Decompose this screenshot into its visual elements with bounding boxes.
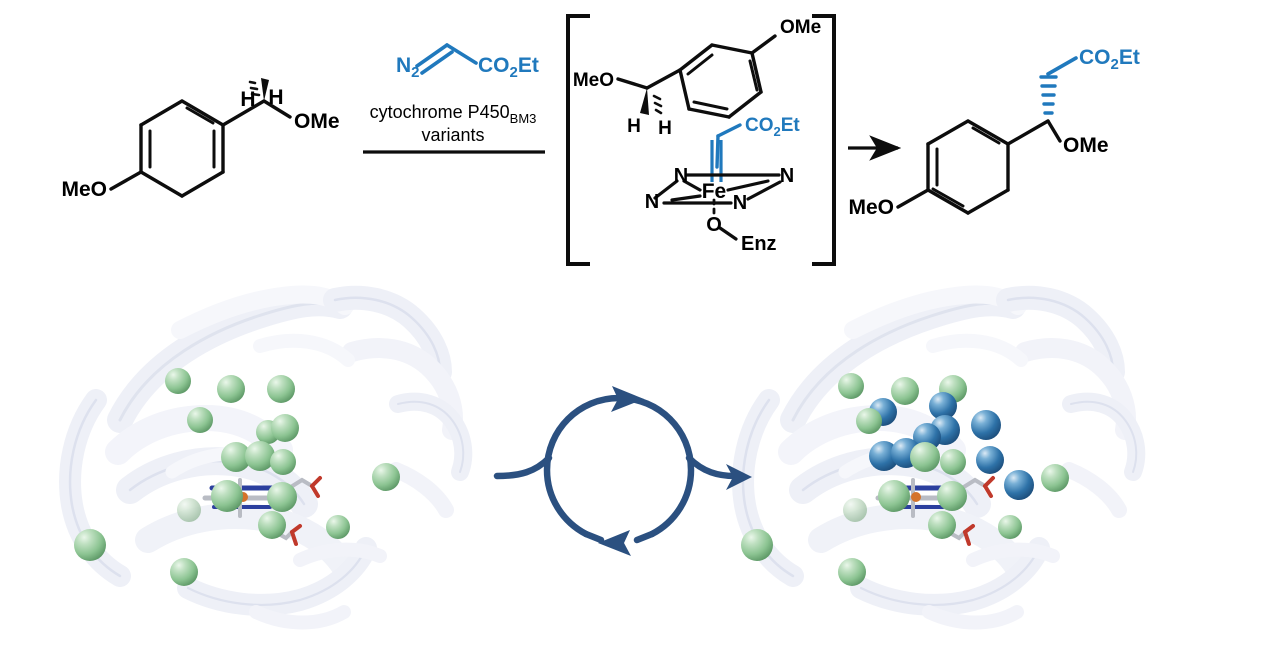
protein-structure-right [732, 285, 1146, 630]
mutation-sphere [245, 441, 275, 471]
substrate-structure [109, 99, 266, 198]
mutation-sphere-new [1004, 470, 1034, 500]
mutation-spheres-right [741, 373, 1069, 586]
intermediate-meo-label: MeO [573, 70, 614, 91]
cycle-arrowhead-bottom [598, 530, 631, 556]
mutation-sphere [843, 498, 867, 522]
mutation-sphere [258, 511, 286, 539]
mutation-sphere [74, 529, 106, 561]
mutation-sphere [838, 373, 864, 399]
conditions-line-1: cytochrome P450BM3 [370, 102, 537, 126]
heme-core-bonds [653, 173, 782, 241]
mutation-sphere [271, 414, 299, 442]
mutation-sphere [170, 558, 198, 586]
wedge-bond-intermediate [640, 88, 649, 115]
mutation-sphere [937, 481, 967, 511]
mutation-spheres-left [74, 368, 400, 586]
product-chain-bond [1046, 56, 1078, 76]
mutation-sphere-new [869, 441, 899, 471]
substrate-h-label-right: H [268, 86, 283, 109]
mutation-sphere [741, 529, 773, 561]
intermediate-stereocenter-bonds [640, 88, 663, 115]
mutation-sphere [878, 480, 910, 512]
mutation-sphere [165, 368, 191, 394]
heme-enz-label: Enz [741, 233, 777, 255]
intermediate-ome-label: OMe [780, 17, 821, 38]
bracket-left [566, 14, 590, 266]
directed-evolution-cycle [493, 394, 739, 544]
heme-n-label-bottom: N [733, 192, 747, 214]
intermediate-co2et-label: CO2Et [745, 115, 800, 139]
mutation-sphere [221, 442, 251, 472]
mutation-sphere [910, 442, 940, 472]
mutation-sphere [270, 449, 296, 475]
product-structure [896, 119, 1062, 215]
diazo-reagent [415, 43, 478, 75]
intermediate-h-label-right: H [658, 118, 672, 139]
heme-fe-label: Fe [702, 180, 727, 203]
bracket-right [812, 14, 836, 266]
substrate-ome-label: OMe [294, 110, 340, 133]
protein-structure-left [59, 285, 473, 630]
mutation-sphere [998, 515, 1022, 539]
mutation-sphere [891, 377, 919, 405]
mutation-sphere [267, 482, 297, 512]
product-hash-bond [1039, 75, 1058, 115]
product-co2et-label: CO2Et [1079, 46, 1140, 73]
substrate-h-label-left: H [240, 88, 255, 111]
cycle-arrowheads [598, 386, 752, 556]
intermediate-structure [616, 34, 777, 119]
mutation-sphere [928, 511, 956, 539]
wedge-bond [261, 78, 269, 101]
mutation-sphere [940, 449, 966, 475]
reaction-scheme: MeO H H OMe N2 CO2Et cytochrome P450BM3 … [61, 14, 1140, 266]
mutation-sphere [372, 463, 400, 491]
heme-n-label-left: N [645, 191, 659, 213]
carbene-arm [715, 123, 742, 169]
mutation-sphere [217, 375, 245, 403]
mutation-sphere-new [929, 392, 957, 420]
mutation-sphere [856, 408, 882, 434]
mutation-sphere [1041, 464, 1069, 492]
mutation-sphere [838, 558, 866, 586]
cycle-arrowhead-exit [726, 464, 752, 490]
cycle-arrowhead-top [611, 386, 644, 412]
mutation-sphere [187, 407, 213, 433]
heme-n-label-top-left: N [674, 165, 688, 187]
mutation-sphere-new [976, 446, 1004, 474]
mutation-sphere-new [971, 410, 1001, 440]
product-meo-label: MeO [848, 196, 894, 219]
mutation-sphere [177, 498, 201, 522]
substrate-meo-label: MeO [61, 178, 107, 201]
heme-axial-o-label: O [706, 214, 722, 236]
product-ome-label: OMe [1063, 134, 1109, 157]
diazo-n-label: N2 [396, 54, 420, 81]
substrate-stereocenter-bonds [248, 78, 292, 119]
heme-n-label-top-right: N [780, 165, 794, 187]
mutation-sphere [326, 515, 350, 539]
intermediate-h-label-left: H [627, 116, 641, 137]
mutation-sphere [211, 480, 243, 512]
conditions-line-2: variants [421, 125, 484, 145]
diazo-co2et-label: CO2Et [478, 54, 539, 81]
hash-bond [248, 80, 261, 97]
mutation-sphere [267, 375, 295, 403]
hash-bond-intermediate [652, 94, 663, 115]
